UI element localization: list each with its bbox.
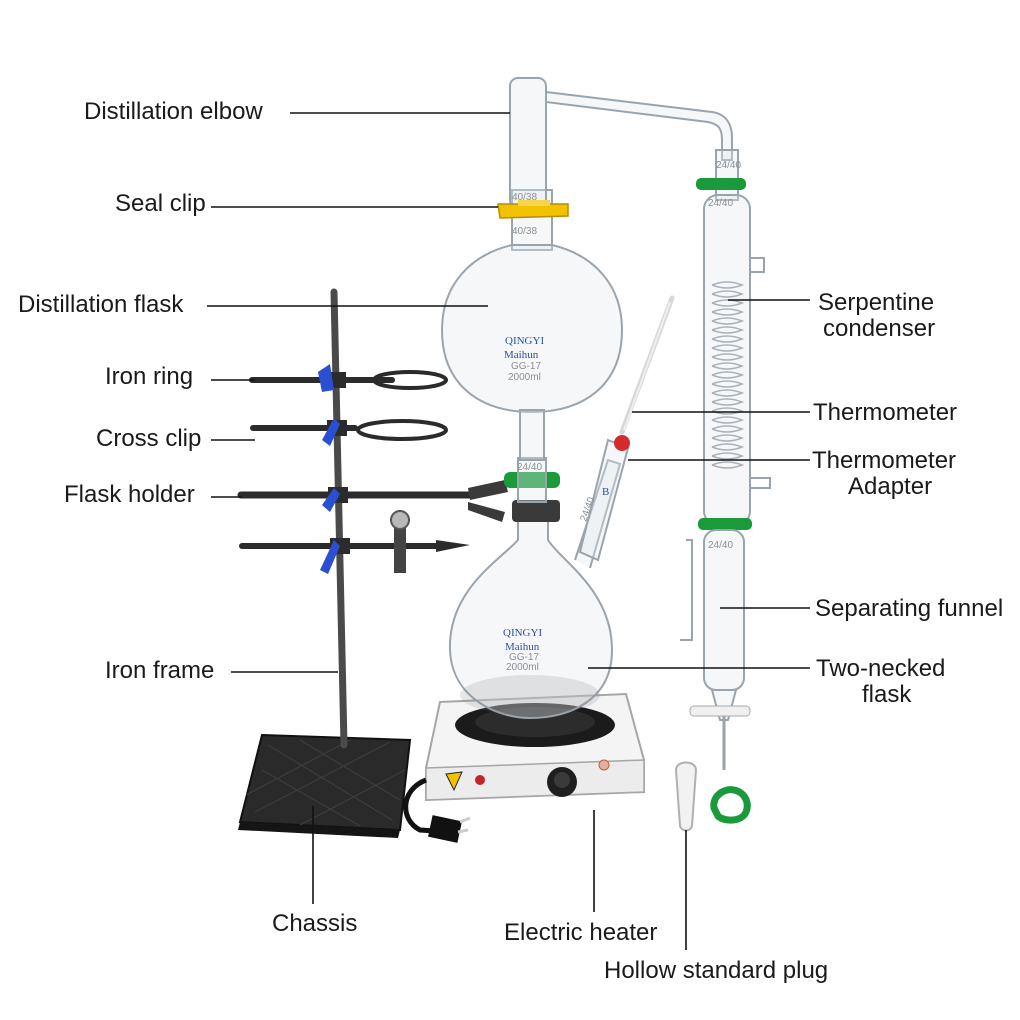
separating-funnel: 24/40: [680, 518, 752, 770]
condenser-coil-turn: [711, 344, 745, 352]
joint-mark-funnel: 24/40: [708, 540, 733, 551]
label-flask-holder: Flask holder: [64, 481, 195, 508]
condenser-coil-turn: [711, 308, 745, 316]
condenser-coil-turn: [711, 371, 745, 379]
label-electric-heater: Electric heater: [504, 919, 657, 946]
distillation-elbow: 40/38: [509, 77, 733, 209]
hollow-standard-plug: [674, 761, 698, 832]
joint-mark-condenser-2: 24/40: [708, 198, 733, 209]
condenser-coil-turn: [711, 443, 745, 451]
joint-mark-condenser-top: 24/40: [716, 160, 741, 171]
label-distillation-flask: Distillation flask: [18, 291, 184, 318]
condenser-coil-turn: [711, 452, 745, 460]
electric-heater: [403, 692, 645, 843]
label-separating-funnel: Separating funnel: [815, 595, 1003, 622]
thermometer: [619, 295, 675, 435]
flask-holder: [237, 480, 508, 522]
flask-maker-lower: Maihun: [505, 641, 540, 653]
flask-brand-lower: QINGYI: [503, 627, 542, 639]
serpentine-condenser: 24/40 24/40: [696, 149, 771, 526]
label-thermometer-adapter-1: Thermometer: [812, 447, 956, 474]
label-hollow-standard-plug: Hollow standard plug: [604, 957, 828, 984]
distillation-flask: QINGYI Maihun GG-17 2000ml 40/38: [440, 189, 624, 461]
label-serpentine-condenser-1: Serpentine: [818, 289, 934, 316]
iron-frame-rod: [330, 288, 348, 749]
label-seal-clip: Seal clip: [115, 190, 206, 217]
label-iron-frame: Iron frame: [105, 657, 214, 684]
condenser-coil-turn: [711, 398, 745, 406]
condenser-coil-turn: [711, 281, 745, 289]
flask-neck-joint: 24/40: [504, 457, 560, 522]
thermometer-adapter: B 24/40: [578, 435, 630, 562]
two-necked-flask: QINGYI Maihun GG-17 2000ml: [448, 458, 622, 720]
condenser-coil-turn: [711, 380, 745, 388]
condenser-coil-turn: [711, 335, 745, 343]
label-thermometer: Thermometer: [813, 399, 957, 426]
flask-brand-upper: QINGYI: [505, 335, 544, 347]
adapter-mark: B: [602, 486, 609, 498]
condenser-coil-turn: [711, 434, 745, 442]
condenser-coil-turn: [711, 299, 745, 307]
condenser-coil-turn: [711, 461, 745, 469]
lower-clamp: [239, 510, 470, 573]
condenser-coil-turn: [711, 416, 745, 424]
flask-glass-upper: GG-17: [511, 361, 541, 372]
condenser-coil-turn: [711, 407, 745, 415]
flask-glass-lower: GG-17: [509, 652, 539, 663]
leader-lines: [207, 112, 810, 950]
condenser-coil-turn: [711, 353, 745, 361]
condenser-coil-turn: [711, 317, 745, 325]
cross-clip: [318, 364, 350, 574]
label-chassis: Chassis: [272, 910, 357, 937]
label-two-necked-flask-1: Two-necked: [816, 655, 945, 682]
condenser-coil-turn: [711, 290, 745, 298]
iron-ring: [249, 370, 448, 390]
condenser-coil-turn: [711, 389, 745, 397]
joint-mark-lower: 40/38: [512, 226, 537, 237]
condenser-coil-turn: [711, 326, 745, 334]
label-iron-ring: Iron ring: [105, 363, 193, 390]
condenser-coil-turn: [711, 362, 745, 370]
cross-clip-ring: [250, 419, 448, 441]
flask-volume-upper: 2000ml: [508, 372, 541, 383]
label-distillation-elbow: Distillation elbow: [84, 98, 263, 125]
label-thermometer-adapter-2: Adapter: [848, 473, 932, 500]
label-serpentine-condenser-2: condenser: [823, 315, 935, 342]
flask-maker-upper: Maihun: [504, 349, 539, 361]
seal-clip: [497, 200, 569, 219]
condenser-coil-turn: [711, 425, 745, 433]
label-cross-clip: Cross clip: [96, 425, 201, 452]
label-two-necked-flask-2: flask: [862, 681, 912, 708]
flask-volume-lower: 2000ml: [506, 662, 539, 673]
chassis: [238, 733, 412, 838]
joint-mark-flask-neck: 24/40: [517, 462, 542, 473]
spare-keck-clip: [710, 786, 751, 824]
joint-mark-top: 40/38: [512, 192, 537, 203]
